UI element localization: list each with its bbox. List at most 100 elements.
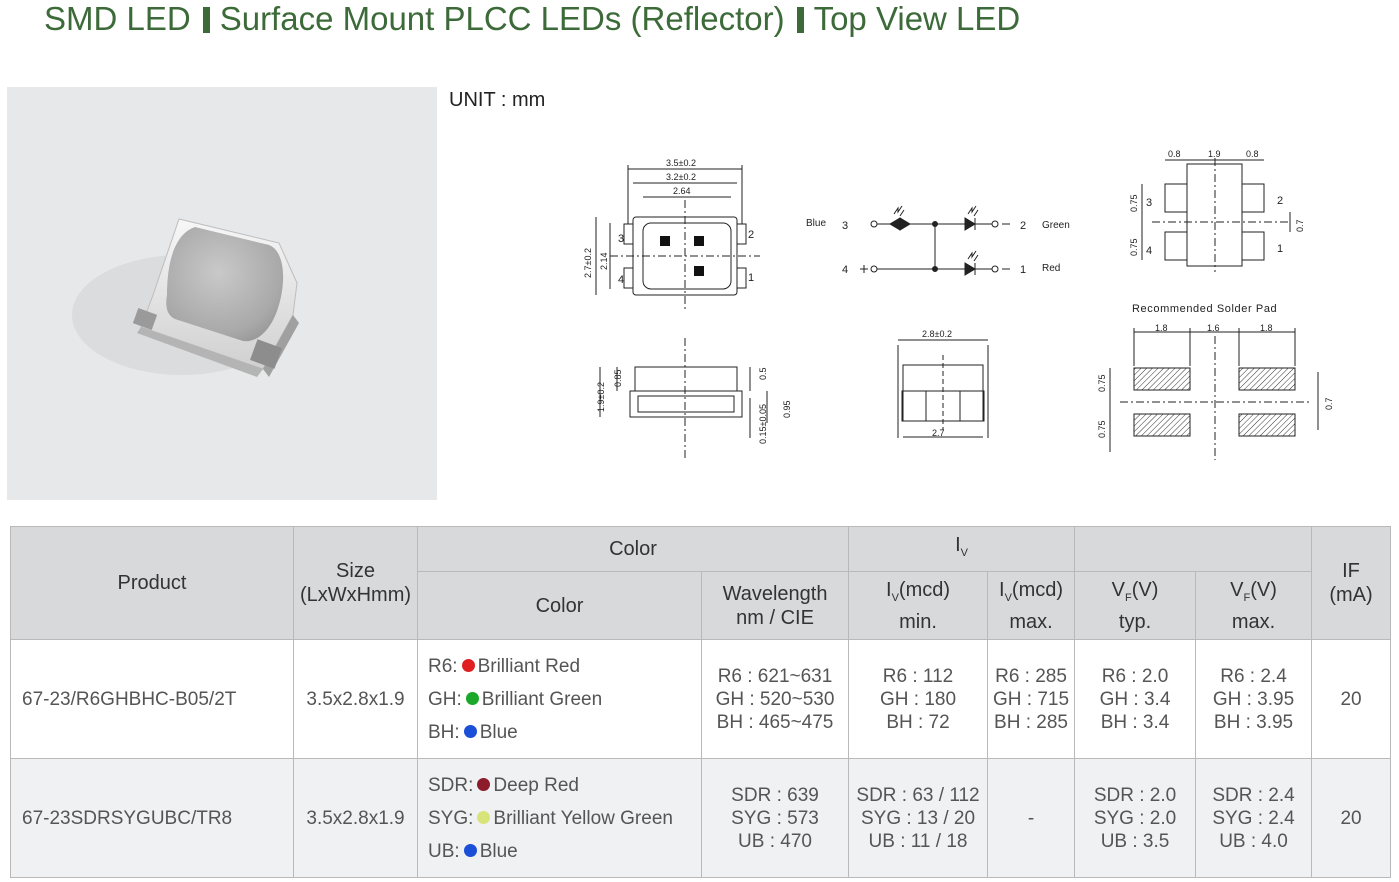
circuit-label-green: Green xyxy=(1042,220,1070,231)
solder-dim-upper: 0.75 xyxy=(1097,374,1107,392)
circuit-label-blue: Blue xyxy=(806,218,826,229)
dim-cavity-length: 2.64 xyxy=(673,186,691,196)
cell-color: R6:Brilliant Red GH:Brilliant Green BH:B… xyxy=(417,639,702,759)
header-color: Color xyxy=(417,571,702,640)
circuit-pin-2: 2 xyxy=(1020,220,1026,232)
dim-width: 2.7±0.2 xyxy=(583,248,593,278)
circuit-pin-4: 4 xyxy=(842,264,848,276)
header-iv-max: IV(mcd)max. xyxy=(987,571,1076,640)
solder-pad-drawing xyxy=(1109,328,1319,460)
circuit-diagram xyxy=(860,205,1010,276)
cell-size: 3.5x2.8x1.9 xyxy=(293,758,418,878)
pad-layout-drawing xyxy=(1141,158,1291,272)
top-view-pads xyxy=(660,236,704,276)
cell-product: 67-23/R6GHBHC-B05/2T xyxy=(10,639,294,759)
pin-label-2: 2 xyxy=(748,229,754,241)
pad-dim-right: 0.8 xyxy=(1246,149,1259,159)
dimension-drawings: 3.5±0.2 3.2±0.2 2.64 2.7±0.2 2.14 3 4 2 … xyxy=(583,149,1334,460)
cell-size: 3.5x2.8x1.9 xyxy=(293,639,418,759)
table-header-row-1: Product Size(LxWxHmm) Color IV IF(mA) xyxy=(10,526,1392,640)
table-row: 67-23/R6GHBHC-B05/2T 3.5x2.8x1.9 R6:Bril… xyxy=(10,639,1392,759)
header-vf-group xyxy=(1074,526,1313,572)
color-dot xyxy=(463,724,477,738)
color-dot xyxy=(477,810,491,824)
cell-if: 20 xyxy=(1311,758,1392,878)
cell-product: 67-23SDRSYGUBC/TR8 xyxy=(10,758,294,878)
pad-pin-1: 1 xyxy=(1277,243,1283,255)
cell-if: 20 xyxy=(1311,639,1392,759)
color-line: SDR:Deep Red xyxy=(428,774,579,796)
page-title: SMD LED Surface Mount PLCC LEDs (Reflecto… xyxy=(44,0,1020,38)
dim-lead-height: 0.95 xyxy=(782,400,792,418)
color-line: BH:Blue xyxy=(428,721,518,743)
dim-lead-thickness: 0.15±0.05 xyxy=(758,404,768,444)
header-color-group: Color xyxy=(416,526,850,572)
color-dot xyxy=(463,843,477,857)
color-dot xyxy=(461,658,475,672)
header-vf-typ: VF(V)typ. xyxy=(1074,571,1197,640)
cell-color: SDR:Deep Red SYG:Brilliant Yellow Green … xyxy=(417,758,702,878)
pad-pin-3: 3 xyxy=(1146,197,1152,209)
cell-iv-max: - xyxy=(987,758,1076,878)
pad-dim-gap: 0.7 xyxy=(1295,219,1305,232)
circuit-label-red: Red xyxy=(1042,263,1060,274)
pad-dim-lower: 0.75 xyxy=(1129,238,1139,256)
dim-lens-length: 3.2±0.2 xyxy=(666,172,696,182)
product-photo xyxy=(7,87,437,500)
pad-dim-left: 0.8 xyxy=(1168,149,1181,159)
spec-table: Product Size(LxWxHmm) Color IV IF(mA) Co… xyxy=(10,526,1392,878)
top-view-drawing xyxy=(595,165,760,310)
circuit-pin-3: 3 xyxy=(842,220,848,232)
solder-dim-lower: 0.75 xyxy=(1097,420,1107,438)
pin-label-3: 3 xyxy=(618,233,624,245)
table-row: 67-23SDRSYGUBC/TR8 3.5x2.8x1.9 SDR:Deep … xyxy=(10,758,1392,878)
color-line: R6:Brilliant Red xyxy=(428,655,581,677)
color-dot xyxy=(477,777,491,791)
solder-dim-gap: 0.7 xyxy=(1324,397,1334,410)
color-line: UB:Blue xyxy=(428,840,518,862)
front-view-drawing xyxy=(599,338,768,460)
color-dot xyxy=(465,691,479,705)
title-separator xyxy=(202,7,210,33)
dim-reflector-height: 0.85 xyxy=(613,369,623,387)
dim-height: 1.9±0.2 xyxy=(596,382,606,412)
solder-dim-right: 1.8 xyxy=(1260,323,1273,333)
pad-dim-upper: 0.75 xyxy=(1129,194,1139,212)
end-view-drawing xyxy=(897,339,989,438)
dim-end-lead-width: 2.7 xyxy=(932,428,945,438)
pin-label-4: 4 xyxy=(618,274,624,286)
dim-cavity-width: 2.14 xyxy=(599,252,609,270)
title-separator xyxy=(796,7,804,33)
unit-label: UNIT : mm xyxy=(449,89,546,111)
color-line: SYG:Brilliant Yellow Green xyxy=(428,807,673,829)
circuit-pin-1: 1 xyxy=(1020,264,1026,276)
color-line: GH:Brilliant Green xyxy=(428,688,603,710)
dim-length: 3.5±0.2 xyxy=(666,158,696,168)
header-iv-group: IV xyxy=(848,526,1076,572)
header-if: IF(mA) xyxy=(1311,526,1392,640)
title-part-2: Surface Mount PLCC LEDs (Reflector) xyxy=(219,0,785,37)
pad-pin-4: 4 xyxy=(1146,245,1152,257)
title-part-1: SMD LED xyxy=(44,0,191,37)
pad-pin-2: 2 xyxy=(1277,195,1283,207)
header-product: Product xyxy=(10,526,294,640)
led-photo-illustration xyxy=(72,218,299,377)
solder-pad-title: Recommended Solder Pad xyxy=(1132,303,1277,315)
pin-label-1: 1 xyxy=(748,272,754,284)
solder-dim-left: 1.8 xyxy=(1155,323,1168,333)
title-part-3: Top View LED xyxy=(813,0,1021,37)
header-iv-min: IV(mcd)min. xyxy=(848,571,989,640)
dim-lens-height: 0.5 xyxy=(758,367,768,380)
solder-dim-center: 1.6 xyxy=(1207,323,1220,333)
